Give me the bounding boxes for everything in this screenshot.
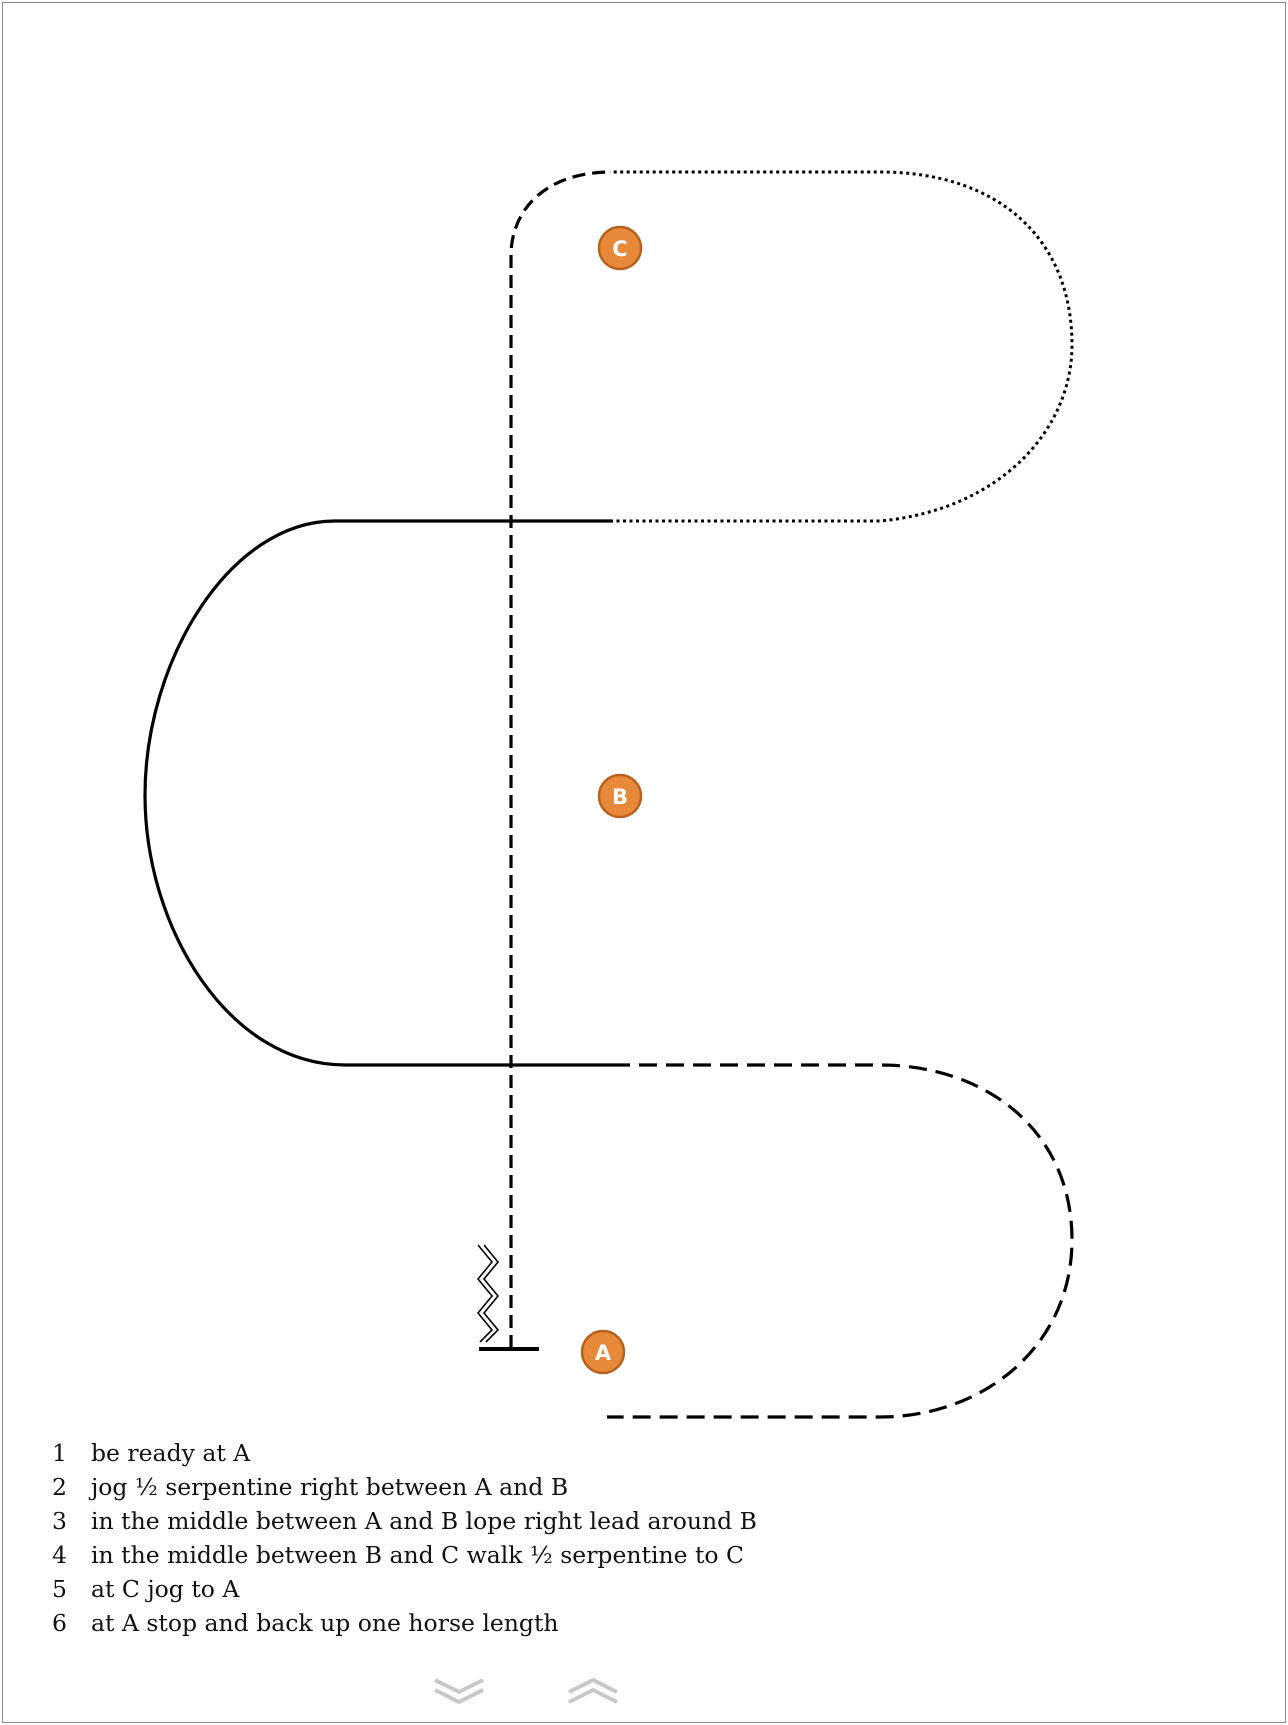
marker-c: C [597,225,643,271]
lope-path [143,519,612,1067]
previous-button[interactable] [563,1672,623,1712]
instruction-text: in the middle between B and C walk ½ ser… [91,1541,745,1569]
chevron-double-up-icon [568,1678,618,1704]
svg-text:C: C [612,237,627,261]
jog-serpentine-path [607,1063,1074,1419]
pattern-diagram: C B A [143,170,1074,1419]
next-button[interactable] [429,1672,489,1712]
instruction-text: in the middle between A and B lope right… [91,1507,757,1535]
marker-a: A [580,1329,626,1375]
svg-text:A: A [595,1341,612,1365]
instruction-item: 4 in the middle between B and C walk ½ s… [52,1538,757,1572]
marker-b: B [597,773,643,819]
instruction-item: 3 in the middle between A and B lope rig… [52,1504,757,1538]
instruction-item: 1 be ready at A [52,1436,757,1470]
instruction-number: 2 [52,1473,67,1501]
instruction-number: 6 [52,1609,67,1637]
instruction-item: 2 jog ½ serpentine right between A and B [52,1470,757,1504]
instruction-number: 4 [52,1541,67,1569]
svg-text:B: B [612,785,628,809]
instruction-list: 1 be ready at A 2 jog ½ serpentine right… [52,1436,757,1640]
instruction-text: jog ½ serpentine right between A and B [91,1473,569,1501]
instruction-item: 5 at C jog to A [52,1572,757,1606]
jog-center-line [509,170,613,1348]
instruction-number: 3 [52,1507,67,1535]
instruction-number: 1 [52,1439,67,1467]
instruction-item: 6 at A stop and back up one horse length [52,1606,757,1640]
instruction-number: 5 [52,1575,67,1603]
instruction-text: at C jog to A [91,1575,240,1603]
walk-serpentine-path [610,170,1074,523]
back-up-zigzag [476,1244,500,1343]
chevron-double-down-icon [434,1678,484,1704]
instruction-text: be ready at A [91,1439,251,1467]
instruction-text: at A stop and back up one horse length [91,1609,559,1637]
